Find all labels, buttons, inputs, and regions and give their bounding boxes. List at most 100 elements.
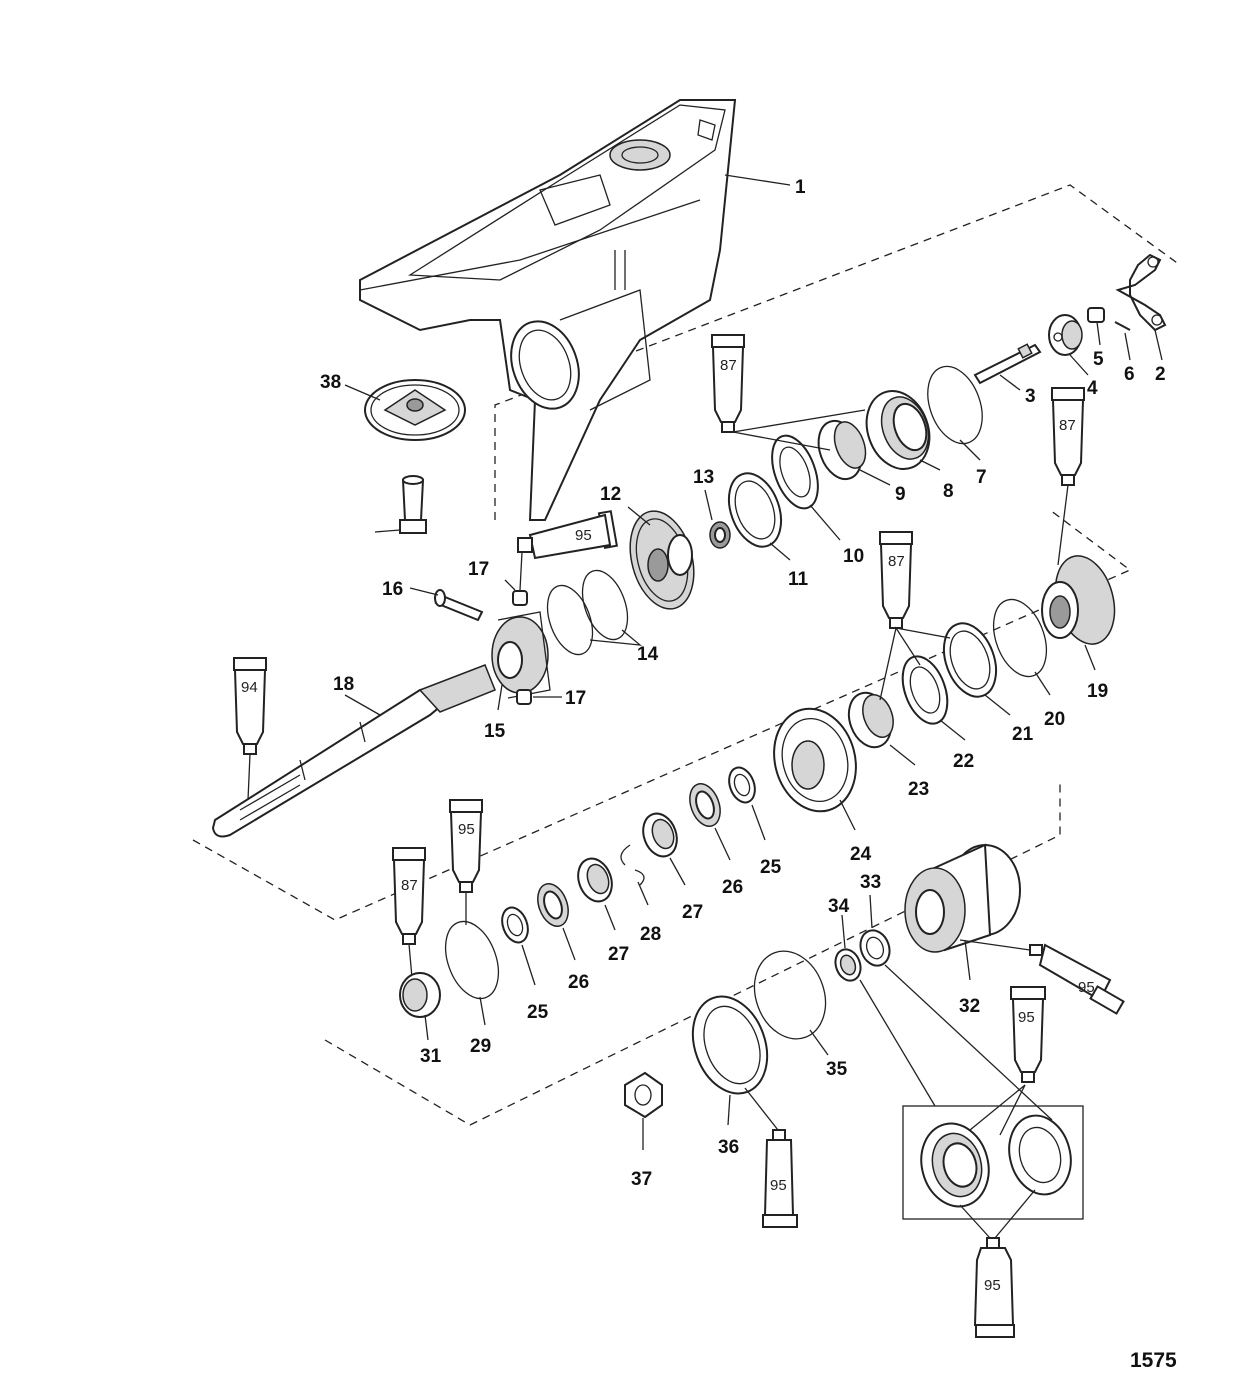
- sealant-tube-95-c: 95: [1029, 943, 1125, 1015]
- callout-10: 10: [843, 546, 864, 567]
- svg-text:95: 95: [458, 821, 475, 838]
- callout-6: 6: [1124, 364, 1135, 385]
- callout-9: 9: [895, 484, 906, 505]
- bearing-9: [817, 419, 867, 481]
- callout-20: 20: [1044, 709, 1065, 730]
- retainer-28: [620, 844, 645, 886]
- callout-25b: 25: [527, 1002, 549, 1023]
- callout-32: 33: [860, 872, 881, 893]
- bearing-carrier-30: [904, 843, 1021, 953]
- sealant-tube-87-d: 87: [392, 847, 426, 945]
- callout-5: 5: [1093, 349, 1104, 370]
- svg-text:95: 95: [770, 1177, 787, 1194]
- gear-housing: [359, 99, 737, 521]
- sealant-tube-95-a: 95: [517, 510, 619, 560]
- retaining-ring-14b: [546, 584, 594, 656]
- sealant-tube-94: 94: [233, 657, 267, 755]
- shim-21: [942, 622, 998, 698]
- callout-17a: 17: [468, 559, 489, 580]
- callout-27a: 27: [682, 902, 703, 923]
- callout-16: 16: [382, 579, 403, 600]
- callout-7: 7: [976, 467, 987, 488]
- callout-3: 3: [1025, 386, 1036, 407]
- callout-27b: 27: [608, 944, 629, 965]
- callout-22: 22: [953, 751, 974, 772]
- callout-34: 35: [826, 1059, 848, 1080]
- sealant-tube-87-b: 87: [1051, 387, 1085, 486]
- callout-17b: 17: [565, 688, 586, 709]
- bushing-4: [1048, 314, 1083, 356]
- assembly-boundaries: [192, 184, 1181, 1126]
- svg-text:95: 95: [1078, 979, 1095, 996]
- callout-4: 4: [1087, 378, 1098, 399]
- callout-8: 8: [943, 481, 954, 502]
- svg-text:95: 95: [984, 1277, 1001, 1294]
- pin-6: [1114, 321, 1131, 331]
- sealant-tube-87-a: 87: [711, 334, 745, 433]
- washer-25b: [501, 906, 529, 944]
- svg-text:87: 87: [401, 877, 418, 894]
- svg-text:87: 87: [1059, 417, 1076, 434]
- svg-text:94: 94: [241, 679, 258, 696]
- callout-19: 19: [1087, 681, 1108, 702]
- nut-32: [859, 929, 891, 967]
- bearing-13: [709, 521, 731, 549]
- tab-washer-34: [753, 950, 827, 1040]
- callout-14: 14: [637, 644, 659, 665]
- callout-11: 11: [788, 569, 809, 590]
- sealant-tube-95-d: 95: [762, 1129, 798, 1228]
- callout-26a: 26: [722, 877, 743, 898]
- cross-pin-17b: [516, 689, 532, 705]
- screw-38: [399, 475, 427, 534]
- callout-35: 36: [718, 1137, 739, 1158]
- retaining-ring-14a: [581, 569, 629, 641]
- callout-25a: 25: [760, 857, 782, 878]
- washer-22: [901, 655, 949, 725]
- callout-36: 37: [631, 1169, 652, 1190]
- clutch-15: [491, 611, 551, 699]
- callout-13: 13: [693, 467, 714, 488]
- svg-text:87: 87: [720, 357, 737, 374]
- callout-23: 24: [850, 844, 872, 865]
- callout-33: 34: [828, 896, 850, 917]
- anode-37: [364, 379, 466, 441]
- sealant-tube-95-f: 95: [973, 1237, 1015, 1338]
- ring-20: [992, 598, 1048, 678]
- callout-28: 28: [640, 924, 661, 945]
- bearing-27a: [642, 812, 678, 858]
- callout-2: 2: [1155, 364, 1166, 385]
- o-ring-7: [927, 365, 983, 445]
- sealant-tube-87-c: 87: [879, 531, 913, 629]
- cross-pin-17a: [512, 590, 528, 606]
- forward-gear-19: [1041, 555, 1116, 645]
- callout-37: 38: [320, 372, 341, 393]
- nut-36: [624, 1071, 663, 1119]
- callout-1: 1: [795, 177, 806, 198]
- shift-crank: [1115, 253, 1167, 332]
- seal-detail-box: [902, 1105, 1084, 1220]
- callout-24: 23: [908, 779, 929, 800]
- propeller-shaft-18: [211, 664, 496, 838]
- figure-reference-number: 1575: [1130, 1349, 1177, 1372]
- callout-30: 32: [959, 996, 980, 1017]
- callout-31: 31: [420, 1046, 442, 1067]
- callout-18: 18: [333, 674, 354, 695]
- svg-text:95: 95: [575, 527, 592, 544]
- washer-10: [771, 434, 819, 510]
- bearing-cup-8: [865, 390, 931, 470]
- retaining-nut-35: [691, 995, 769, 1095]
- reverse-gear-12: [629, 510, 695, 610]
- o-ring-29: [444, 920, 500, 1000]
- callout-12: 12: [600, 484, 621, 505]
- callout-26b: 26: [568, 972, 589, 993]
- callout-15: 15: [484, 721, 506, 742]
- sealant-tube-95-b: 95: [449, 799, 483, 893]
- bearing-24: [847, 691, 894, 749]
- svg-text:87: 87: [888, 553, 905, 570]
- callout-21: 21: [1012, 724, 1034, 745]
- shift-shaft-3: [973, 343, 1042, 385]
- bearing-carrier-23: [773, 707, 857, 813]
- sealant-tube-95-e: 95: [1010, 986, 1046, 1083]
- coupler-5: [1087, 307, 1105, 323]
